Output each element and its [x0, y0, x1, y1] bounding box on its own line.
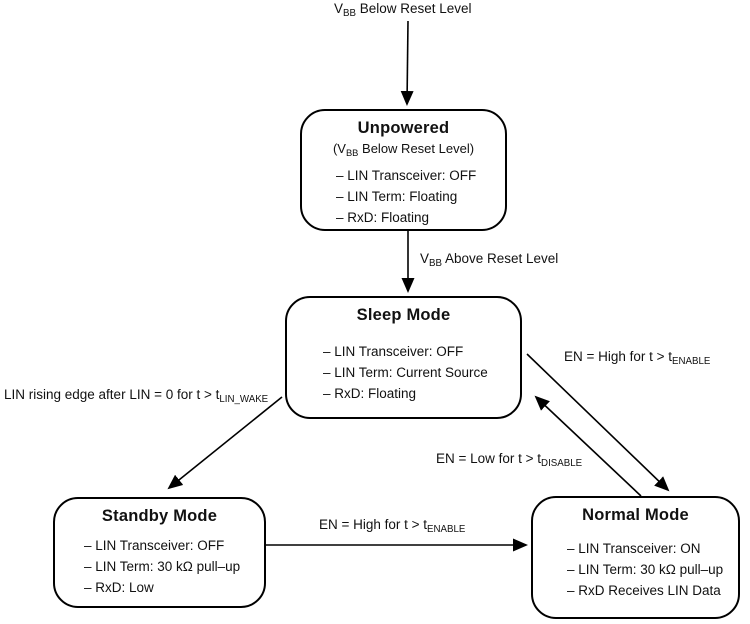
transition-label-normal-to-sleep: EN = Low for t > tDISABLE: [436, 451, 583, 469]
state-property: – LIN Term: 30 kΩ pull–up: [84, 559, 241, 574]
state-subtitle: (VBB Below Reset Level): [332, 141, 475, 158]
state-property: – RxD: Floating: [323, 386, 417, 401]
state-property: – RxD: Floating: [336, 210, 430, 225]
state-property: – LIN Transceiver: OFF: [336, 168, 477, 183]
transition-label-sleep-to-standby: LIN rising edge after LIN = 0 for t > tL…: [4, 387, 269, 405]
arrow-sleep-to-standby: [167, 396, 283, 490]
state-property: – RxD: Low: [84, 580, 154, 595]
state-properties: – LIN Transceiver: OFF – LIN Term: Float…: [302, 165, 505, 228]
state-unpowered: Unpowered (VBB Below Reset Level) – LIN …: [300, 109, 507, 231]
transition-label-sleep-to-normal: EN = High for t > tENABLE: [564, 349, 711, 367]
state-title: Sleep Mode: [356, 306, 451, 324]
state-properties: – LIN Transceiver: OFF – LIN Term: Curre…: [287, 341, 520, 404]
state-normal-mode: Normal Mode – LIN Transceiver: ON – LIN …: [531, 496, 740, 619]
state-sleep-mode: Sleep Mode – LIN Transceiver: OFF – LIN …: [285, 296, 522, 419]
state-property: – LIN Term: 30 kΩ pull–up: [567, 562, 724, 577]
state-title: Standby Mode: [101, 507, 218, 525]
state-properties: – LIN Transceiver: ON – LIN Term: 30 kΩ …: [533, 538, 738, 601]
state-title: Unpowered: [357, 119, 450, 137]
state-property: – LIN Term: Floating: [336, 189, 458, 204]
state-title: Normal Mode: [582, 506, 689, 524]
state-standby-mode: Standby Mode – LIN Transceiver: OFF – LI…: [53, 497, 266, 608]
transition-label-standby-to-normal: EN = High for t > tENABLE: [319, 517, 466, 535]
state-property: – RxD Receives LIN Data: [567, 583, 721, 598]
state-properties: – LIN Transceiver: OFF – LIN Term: 30 kΩ…: [55, 535, 264, 598]
state-property: – LIN Transceiver: OFF: [323, 344, 464, 359]
arrow-sleep-to-normal: [526, 353, 670, 492]
transition-label-power-entry: VBB Below Reset Level: [334, 1, 472, 19]
state-property: – LIN Transceiver: OFF: [84, 538, 225, 553]
arrow-power-entry: [400, 20, 414, 106]
state-property: – LIN Transceiver: ON: [567, 541, 701, 556]
transition-label-unpowered-to-sleep: VBB Above Reset Level: [420, 251, 559, 269]
arrow-normal-to-sleep: [534, 395, 642, 497]
state-property: – LIN Term: Current Source: [323, 365, 488, 380]
